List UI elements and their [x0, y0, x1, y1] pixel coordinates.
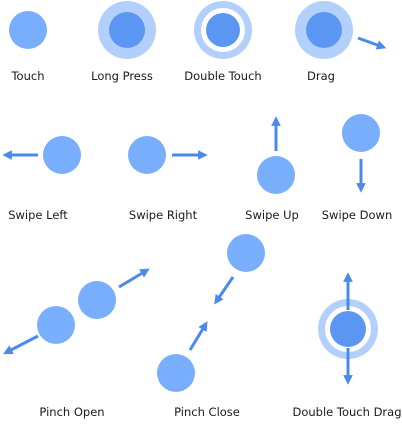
label-drag: Drag	[307, 69, 335, 83]
drag-arrow	[357, 36, 387, 50]
finger-dot	[206, 13, 240, 47]
label-swipe-left: Swipe Left	[8, 208, 68, 222]
swipe-up-icon	[257, 116, 295, 194]
arrow-down-left-icon	[3, 334, 39, 355]
finger-dot	[109, 12, 145, 48]
finger-dot	[43, 136, 81, 174]
finger-dot-lower	[157, 354, 195, 392]
double-touch-drag-icon	[318, 272, 378, 385]
drag-icon	[295, 1, 387, 59]
long-press-icon	[98, 1, 156, 59]
arrow-inward-upper-icon	[214, 276, 235, 305]
label-pinch-open: Pinch Open	[39, 405, 105, 419]
label-double-touch: Double Touch	[184, 69, 262, 83]
swipe-down-icon	[342, 114, 380, 193]
pinch-close-icon	[157, 234, 265, 392]
finger-dot-upper	[78, 281, 116, 319]
finger-dot	[330, 311, 366, 347]
label-double-touch-drag: Double Touch Drag	[292, 405, 402, 419]
double-touch-icon	[194, 1, 252, 59]
finger-dot	[306, 12, 342, 48]
label-swipe-down: Swipe Down	[321, 208, 393, 222]
label-long-press: Long Press	[91, 69, 153, 83]
finger-dot	[342, 114, 380, 152]
finger-dot	[128, 136, 166, 174]
arrow-up-right-icon	[118, 268, 150, 289]
pinch-open-icon	[3, 268, 150, 355]
label-pinch-close: Pinch Close	[174, 405, 240, 419]
touch-icon	[9, 11, 47, 49]
finger-dot-lower	[37, 306, 75, 344]
label-swipe-right: Swipe Right	[128, 208, 198, 222]
swipe-right-icon	[128, 136, 208, 174]
finger-dot-upper	[227, 234, 265, 272]
label-swipe-up: Swipe Up	[245, 208, 299, 222]
arrow-inward-lower-icon	[188, 321, 208, 351]
label-touch: Touch	[11, 69, 45, 83]
swipe-left-icon	[2, 136, 81, 174]
finger-dot	[257, 156, 295, 194]
finger-dot	[9, 11, 47, 49]
